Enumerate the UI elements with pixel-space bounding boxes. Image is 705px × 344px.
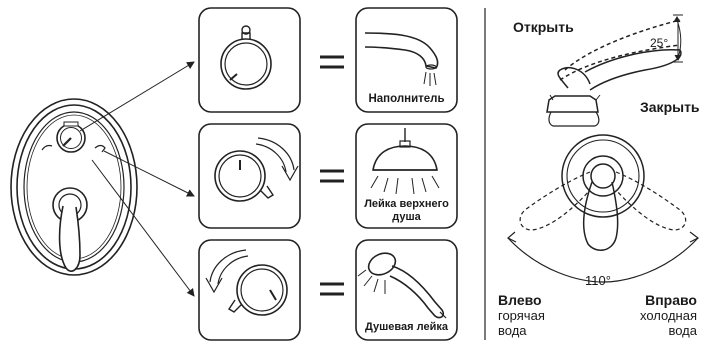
angle-110-label: 110° xyxy=(585,273,611,288)
mode-panel-2-overhead-shower xyxy=(355,123,458,229)
mode-panel-1-filler xyxy=(355,7,458,113)
open-label: Открыть xyxy=(513,19,574,35)
angle-arrow-25 xyxy=(673,16,682,61)
mode-panel-2-dial xyxy=(198,123,301,229)
close-label: Закрыть xyxy=(640,99,700,115)
mode-panel-3-hand-shower xyxy=(355,239,458,341)
mode-2-label-line2: душа xyxy=(392,211,421,223)
left-sub-2: вода xyxy=(498,323,527,338)
equals-sign-3 xyxy=(320,282,344,296)
left-sub-1: горячая xyxy=(498,308,545,323)
rotation-figure xyxy=(506,134,700,283)
equals-sign-2 xyxy=(320,169,344,183)
mode-3-label: Душевая лейка xyxy=(365,321,448,333)
mode-arrows xyxy=(79,61,195,297)
mixer-faceplate xyxy=(10,98,138,276)
right-title: Вправо xyxy=(645,292,697,308)
right-sub-1: холодная xyxy=(639,308,697,323)
equals-sign-1 xyxy=(320,55,344,69)
left-title: Влево xyxy=(498,292,542,308)
right-sub-2: вода xyxy=(668,323,697,338)
mode-panel-1-dial xyxy=(198,7,301,113)
mode-1-label: Наполнитель xyxy=(368,93,445,105)
mode-panel-3-dial xyxy=(198,239,301,341)
angle-25-label: 25° xyxy=(650,36,669,50)
mode-2-label-line1: Лейка верхнего xyxy=(364,198,449,210)
